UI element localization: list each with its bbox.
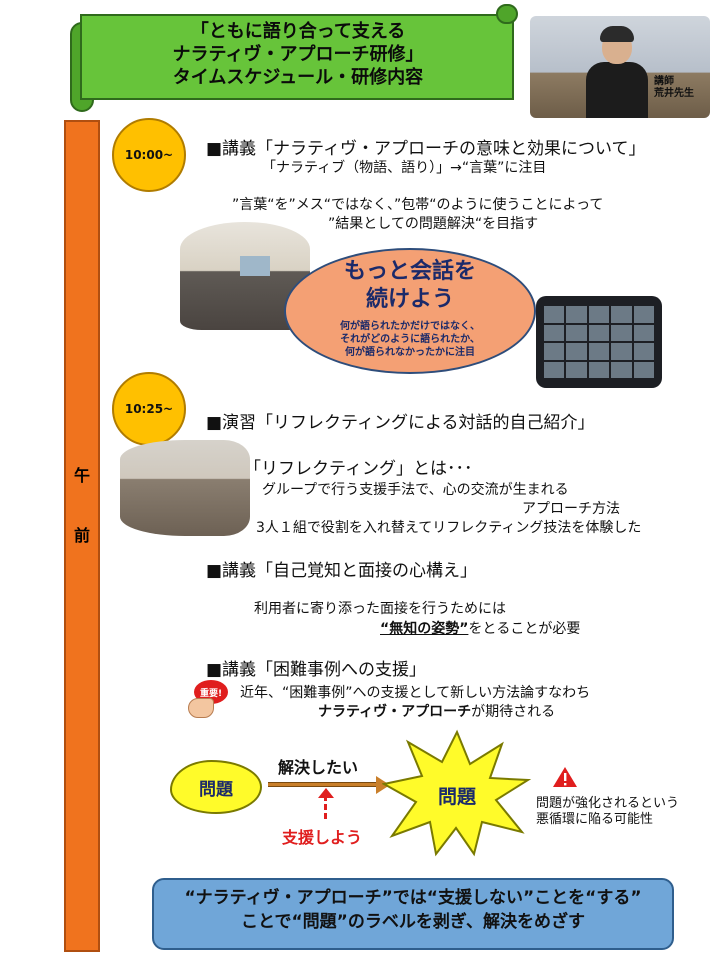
- session4-heading: ■講義「困難事例への支援」: [206, 660, 427, 680]
- problem-left-label: 問題: [199, 779, 233, 800]
- session3-line2: “無知の姿勢”をとることが必要: [380, 618, 580, 638]
- lecturer-photo: [530, 16, 710, 118]
- session4-emphasis: ナラティヴ・アプローチ: [318, 704, 472, 720]
- video-grid: [544, 306, 654, 378]
- time-circle-1025: 10:25~: [112, 372, 186, 446]
- warning-line1: 問題が強化されるという: [536, 796, 680, 811]
- summary-box: [152, 878, 674, 950]
- timebar-char-1: 午: [73, 466, 90, 485]
- problem-cloud: 問題: [170, 760, 262, 814]
- time-label: 10:00~: [124, 148, 174, 162]
- support-arrow-shaft: [324, 795, 328, 819]
- title-line-3: タイムスケジュール・研修内容: [172, 67, 424, 88]
- session1-desc-line2: ”結果としての問題解決“を目指す: [328, 216, 539, 232]
- resolve-arrow-head: [376, 776, 390, 794]
- time-circle-1000: 10:00~: [112, 118, 186, 192]
- session3-line1: 利用者に寄り添った面接を行うためには: [254, 601, 506, 617]
- session3-line2-rest: をとることが必要: [468, 621, 581, 637]
- problem-right-label: 問題: [437, 786, 476, 808]
- session3-heading: ■講義「自己覚知と面接の心構え」: [206, 561, 478, 581]
- lecturer-name: 荒井先生: [654, 88, 694, 99]
- summary-text: “ナラティヴ・アプローチ”では“支援しない”ことを“する” ことで“問題”のラベ…: [152, 886, 674, 934]
- lecturer-body: [586, 62, 648, 118]
- reflecting-def-line3: 3人１組で役割を入れ替えてリフレクティング技法を体験した: [256, 520, 642, 536]
- ellipse-title-line1: もっと会話を: [343, 259, 476, 284]
- summary-line1: “ナラティヴ・アプローチ”では“支援しない”ことを“する”: [184, 888, 642, 908]
- ellipse-subtext: 何が語られたかだけではなく、 それがどのように語られたか、 何が語られなかったか…: [284, 320, 536, 359]
- summary-line2: ことで“問題”のラベルを剥ぎ、解決をめざす: [241, 912, 585, 932]
- arrow-label: 解決したい: [278, 758, 359, 777]
- title-line-1: 「ともに語り合って支える: [190, 21, 406, 42]
- session4-line2-rest: が期待される: [471, 704, 556, 720]
- important-badge: 重要!: [188, 680, 238, 720]
- projector-screen: [240, 256, 270, 276]
- ellipse-title-line2: 続けよう: [365, 287, 454, 312]
- ellipse-title: もっと会話を 続けよう: [284, 258, 536, 314]
- conversation-ellipse: [284, 248, 536, 374]
- timebar-char-2: 前: [73, 526, 90, 545]
- session2-heading: ■演習「リフレクティングによる対話的自己紹介」: [206, 413, 595, 433]
- session1-heading: ■講義「ナラティヴ・アプローチの意味と効果について」: [206, 139, 646, 159]
- pointing-hand-icon: [188, 698, 214, 718]
- lecturer-hair: [600, 26, 634, 42]
- ellipse-sub-line2: それがどのように語られたか、: [340, 334, 480, 345]
- lecturer-role: 講師: [654, 76, 674, 87]
- session4-line2: ナラティヴ・アプローチが期待される: [318, 701, 555, 721]
- time-label: 10:25~: [124, 402, 174, 416]
- warning-icon: [553, 767, 577, 787]
- morning-timeline-bar: 午 前: [64, 120, 100, 952]
- ellipse-sub-line3: 何が語られなかったかに注目: [345, 347, 475, 358]
- group-work-photo: [120, 440, 250, 536]
- reflecting-def-line2: アプローチ方法: [522, 501, 620, 517]
- support-label: 支援しよう: [282, 828, 363, 847]
- starburst-shape: [382, 729, 532, 857]
- online-meeting-photo: [536, 296, 662, 388]
- title-banner: [80, 14, 514, 100]
- title-line-2: ナラティヴ・アプローチ研修」: [172, 44, 424, 65]
- reflecting-def-line1: グループで行う支援手法で、心の交流が生まれる: [262, 482, 569, 498]
- session3-emphasis: “無知の姿勢”: [380, 621, 469, 637]
- warning-note: 問題が強化されるという 悪循環に陥る可能性: [536, 796, 679, 828]
- resolve-arrow-shaft: [268, 782, 378, 787]
- warning-line2: 悪循環に陥る可能性: [536, 812, 654, 827]
- session1-desc-line1: ”言葉“を”メス“ではなく、”包帯“のように使うことによって: [232, 197, 604, 213]
- support-arrow-head: [318, 788, 334, 798]
- session1-note: 「ナラティブ（物語、語り）」→“言葉”に注目: [262, 160, 547, 176]
- lecturer-caption: 講師 荒井先生: [654, 76, 710, 100]
- page-title: 「ともに語り合って支える ナラティヴ・アプローチ研修」 タイムスケジュール・研修…: [100, 20, 496, 89]
- reflecting-definition-title: 「リフレクティング」とは･･･: [244, 459, 473, 479]
- ellipse-sub-line1: 何が語られたかだけではなく、: [340, 321, 480, 332]
- problem-starburst: [382, 729, 532, 857]
- banner-right-curl: [496, 4, 518, 24]
- session4-line1: 近年、“困難事例”への支援として新しい方法論すなわち: [240, 685, 591, 701]
